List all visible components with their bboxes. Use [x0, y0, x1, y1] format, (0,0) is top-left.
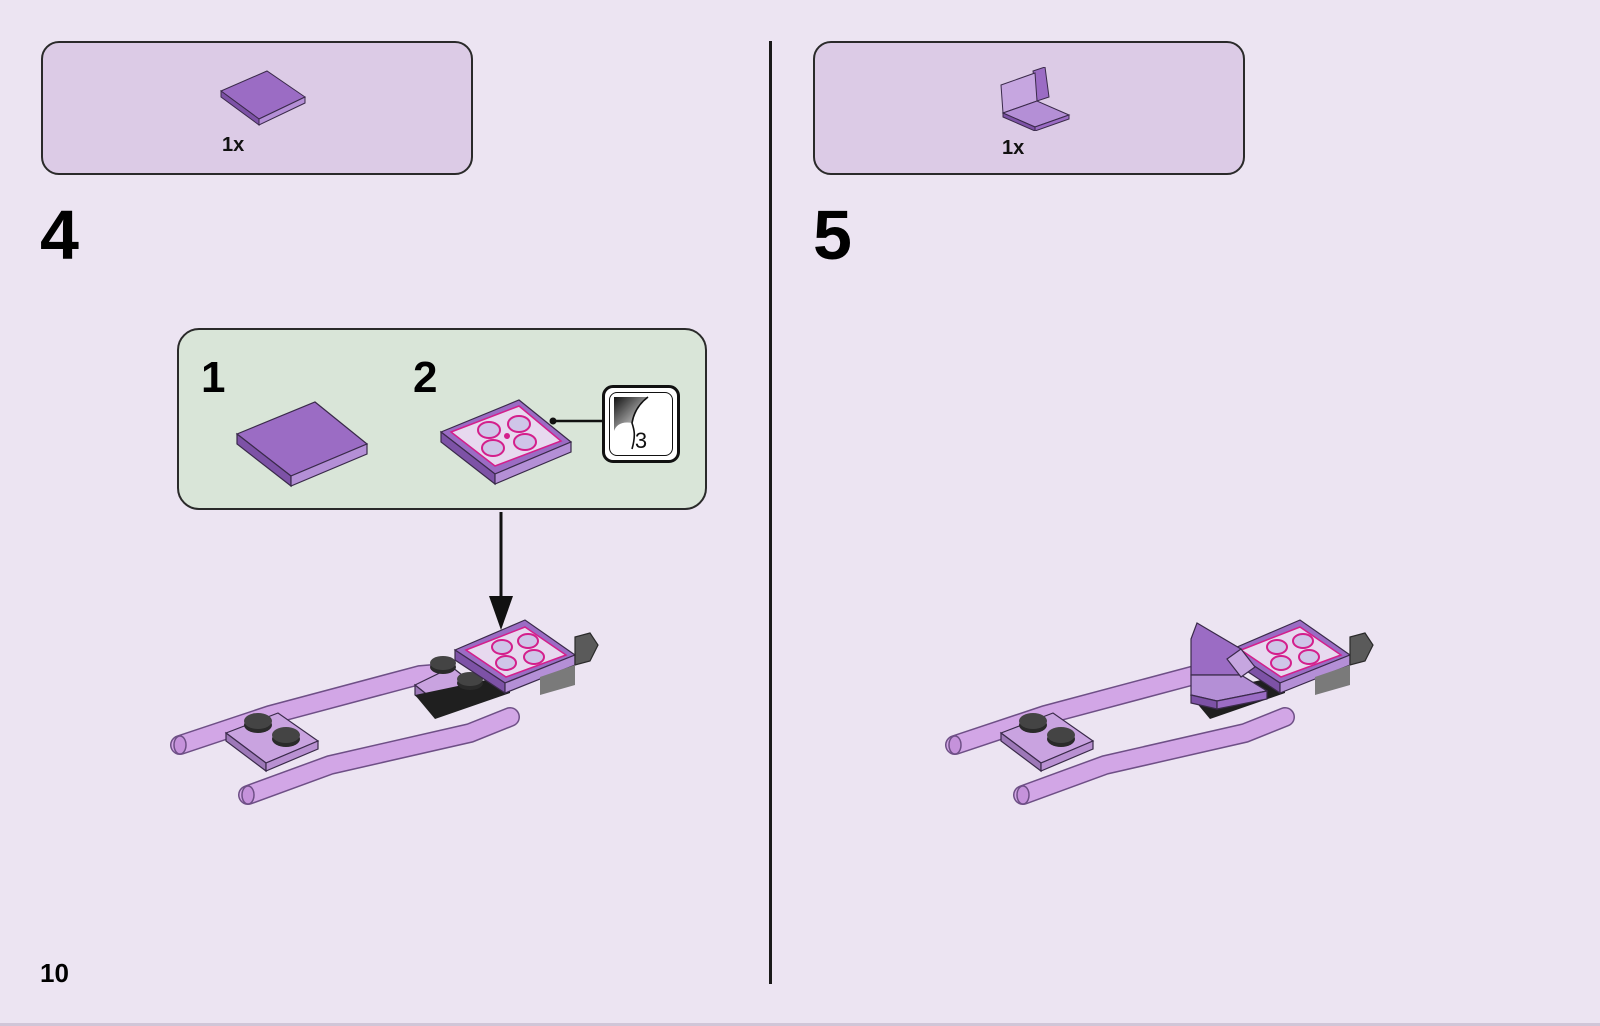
sub-step-number: 2 [413, 356, 437, 400]
callout-connector-line [549, 416, 609, 426]
model-assembly-step-5 [945, 615, 1385, 820]
sticker-number: 3 [605, 428, 677, 454]
placement-arrow [486, 512, 516, 632]
decorated-tile-icon [437, 396, 577, 490]
sticker-callout: 3 [602, 385, 680, 463]
sub-step-number: 1 [201, 356, 225, 400]
part-quantity: 1x [222, 134, 244, 157]
purple-tile-2x2-icon [219, 69, 309, 129]
page-number: 10 [40, 958, 69, 989]
step-number: 5 [813, 200, 852, 270]
part-quantity: 1x [1002, 137, 1024, 160]
purple-tile-icon [233, 398, 371, 490]
purple-bracket-seat-icon [999, 67, 1071, 131]
model-assembly-step-4 [170, 615, 610, 820]
step-divider [769, 41, 772, 984]
step-number: 4 [40, 200, 79, 270]
parts-callout-step-4: 1x [41, 41, 473, 175]
parts-callout-step-5: 1x [813, 41, 1245, 175]
